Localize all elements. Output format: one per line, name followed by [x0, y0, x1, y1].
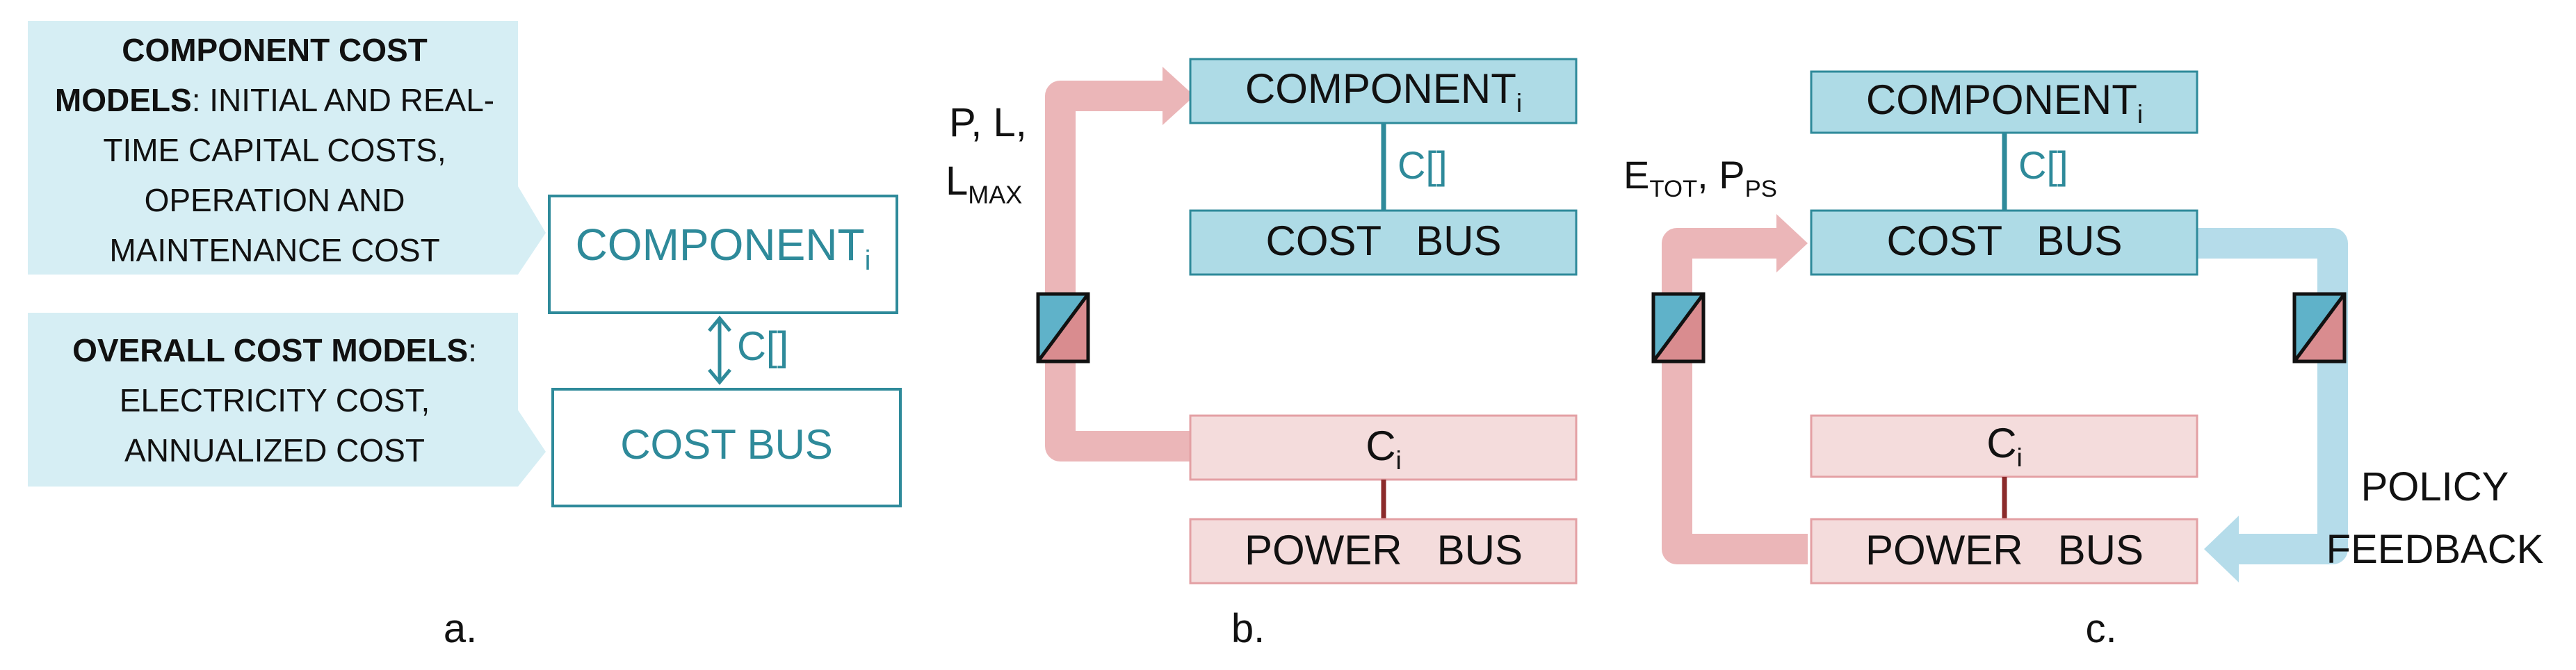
converter-icon [2292, 292, 2347, 363]
ci-label-c: Ci [1986, 423, 2023, 471]
ci-label-b-main: C [1366, 423, 1396, 469]
callout-component-rest: : INITIAL AND REAL-TIME CAPITAL COSTS, O… [103, 82, 495, 268]
component-box-b [1189, 58, 1578, 124]
input-arrowhead-c [1776, 214, 1808, 272]
cost-bus-box-b [1189, 209, 1578, 276]
cost-bus-label-c: COST BUS [1886, 218, 2123, 264]
component-label-b-sub: i [1516, 88, 1523, 118]
callout-overall-cost-models [28, 313, 546, 487]
p-ps-sub: PS [1744, 176, 1777, 203]
ci-box-c [1810, 414, 2198, 478]
power-bus-box-c [1810, 518, 2198, 585]
link-label-b: C[] [1398, 143, 1448, 187]
power-bus-label-c: POWER BUS [1865, 527, 2144, 573]
power-bus-label-b: POWER BUS [1244, 527, 1523, 573]
policy-feedback-line2: FEEDBACK [2326, 527, 2544, 572]
e-tot-sub: TOT [1649, 176, 1698, 203]
ci-label-c-main: C [1986, 420, 2017, 466]
converter-icon [1036, 292, 1090, 363]
input-label-b-line2-main: L [946, 158, 969, 204]
ci-label-b: Ci [1366, 425, 1402, 473]
ci-box-b [1189, 414, 1578, 481]
caption-c: c. [2085, 606, 2117, 651]
caption-a: a. [443, 606, 478, 651]
energy-separator: , [1697, 153, 1708, 197]
double-arrow-icon [708, 316, 731, 385]
callout-component-cost-models-text: COMPONENT COST MODELS: INITIAL AND REAL-… [49, 25, 501, 275]
link-label-c: C[] [2018, 143, 2068, 187]
input-arrowhead-b [1163, 67, 1194, 125]
link-label-a: C[] [737, 324, 789, 369]
component-label-c-sub: i [2137, 99, 2144, 129]
input-flow-arrow-c [1662, 228, 1808, 564]
component-label-a: COMPONENTi [576, 222, 871, 275]
converter-icon [1651, 292, 1706, 363]
p-ps-main: P [1719, 153, 1745, 197]
feedback-flow-arrow-c [2197, 228, 2348, 564]
e-tot-main: E [1623, 153, 1650, 197]
ci-label-c-sub: i [2016, 443, 2023, 473]
policy-feedback-line1: POLICY [2360, 464, 2509, 509]
component-box-a [548, 195, 898, 314]
input-flow-arrow-b [1045, 81, 1192, 461]
callout-component-bold: COMPONENT COST MODELS [54, 32, 428, 118]
callout-overall-cost-models-text: OVERALL COST MODELS: ELECTRICITY COST, A… [49, 325, 501, 475]
callout-overall-rest: : ELECTRICITY COST, ANNUALIZED COST [119, 332, 477, 468]
cost-bus-box-c [1810, 209, 2198, 276]
cost-bus-label-b: COST BUS [1265, 218, 1502, 264]
input-label-b-line2-sub: MAX [968, 180, 1023, 209]
ci-label-b-sub: i [1395, 446, 1402, 475]
cost-bus-label-a: COST BUS [620, 421, 833, 468]
power-bus-box-b [1189, 518, 1578, 585]
component-label-c-main: COMPONENT [1865, 76, 2137, 123]
component-label-a-main: COMPONENT [575, 220, 865, 270]
component-label-b-main: COMPONENT [1245, 65, 1516, 112]
feedback-arrowhead-c [2204, 516, 2239, 582]
component-box-c [1810, 70, 2198, 134]
cost-bus-box-a [551, 388, 902, 507]
component-label-b: COMPONENTi [1245, 68, 1522, 116]
component-label-a-sub: i [864, 245, 871, 276]
callout-component-cost-models [28, 21, 546, 275]
input-label-b-line2: LMAX [946, 161, 1022, 208]
component-label-c: COMPONENTi [1866, 79, 2143, 127]
energy-label-c: ETOT, PPS [1623, 156, 1777, 202]
callout-overall-bold: OVERALL COST MODELS [72, 332, 469, 368]
input-label-b-line1: P, L, [949, 100, 1027, 145]
caption-b: b. [1231, 606, 1265, 651]
